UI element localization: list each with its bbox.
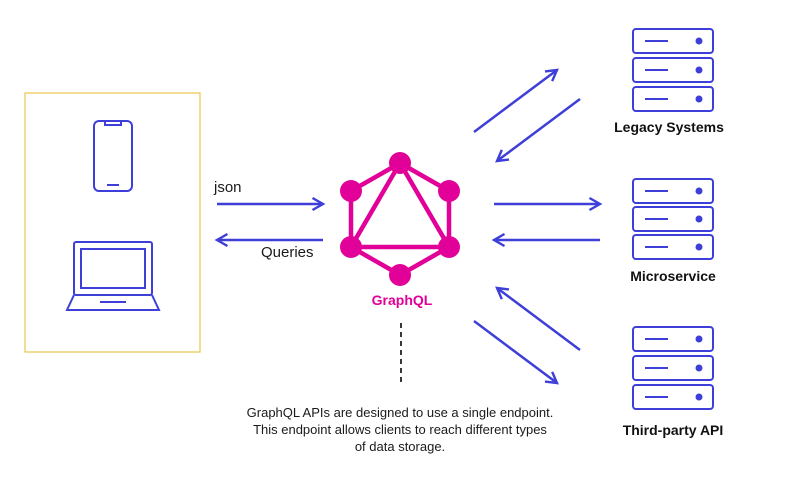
third-party-server-icon [632, 326, 714, 410]
arrow-to-third-party [473, 319, 559, 385]
graphql-label: GraphQL [371, 292, 433, 308]
queries-label: Queries [261, 244, 314, 261]
graphql-logo-icon [340, 152, 460, 286]
third-party-api-label: Third-party API [622, 422, 724, 438]
legacy-systems-label: Legacy Systems [614, 119, 724, 135]
json-label: json [214, 179, 242, 196]
note-line-3: of data storage. [354, 439, 446, 454]
arrow-to-legacy [473, 68, 559, 134]
note-line-2: This endpoint allows clients to reach di… [253, 422, 547, 437]
legacy-server-icon [632, 28, 714, 112]
arrow-from-third-party [495, 286, 581, 352]
endpoint-note: GraphQL APIs are designed to use a singl… [200, 404, 600, 455]
client-box [24, 92, 201, 353]
phone-icon [93, 120, 133, 192]
laptop-icon [65, 241, 161, 311]
arrow-from-legacy [495, 97, 581, 163]
note-line-1: GraphQL APIs are designed to use a singl… [246, 405, 554, 420]
microservice-server-icon [632, 178, 714, 260]
microservice-label: Microservice [630, 268, 716, 284]
